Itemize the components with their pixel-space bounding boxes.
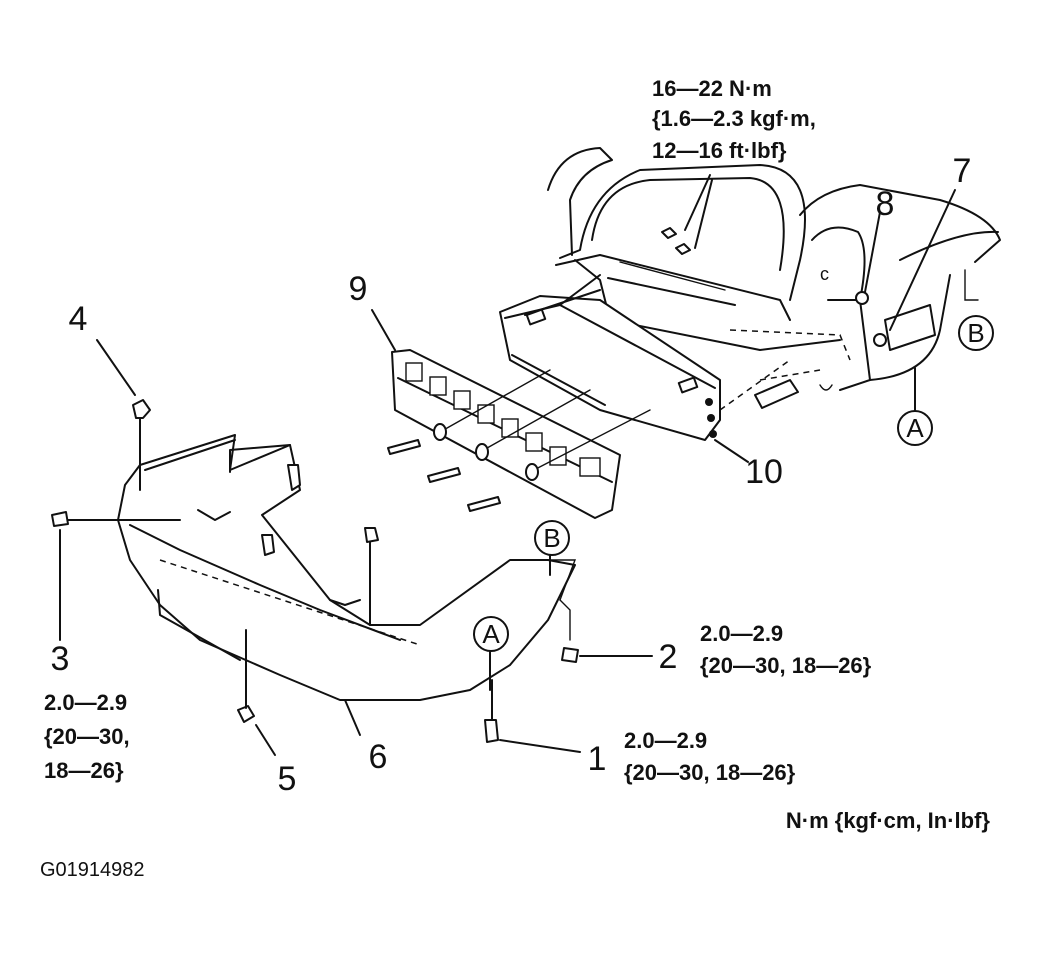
bumper-reinforcement (499, 274, 791, 441)
figure-code: G01914982 (40, 859, 145, 881)
torque-top-line-3: 12—16 ft·lbf} (652, 138, 787, 163)
callout-5: 5 (278, 760, 297, 798)
fasteners (51, 399, 579, 743)
reference-marks: B A B A (473, 315, 994, 652)
ref-b-upper-label: B (967, 318, 984, 348)
ref-a-lower-label: A (482, 619, 500, 649)
torque-3-line-2: {20—30, (44, 724, 130, 749)
ref-a-upper-label: A (906, 413, 924, 443)
torque-top-line-1: 16—22 N·m (652, 76, 772, 101)
callout-3: 3 (51, 640, 70, 678)
screw-2-icon (561, 647, 579, 663)
callout-1: 1 (588, 740, 607, 778)
ref-a-upper-circle (897, 410, 933, 446)
ref-b-lower-circle (534, 520, 570, 556)
leader-lines (59, 174, 956, 756)
torque-3-line-3: 18—26} (44, 758, 124, 783)
callout-9: 9 (349, 270, 368, 308)
ref-b-lower-label: B (543, 523, 560, 553)
clip-4-icon (132, 399, 151, 419)
callout-8: 8 (876, 185, 895, 223)
callout-4: 4 (69, 300, 88, 338)
callout-2: 2 (659, 638, 678, 676)
bumper-energy-absorber (387, 349, 651, 519)
torque-spec-2: 2.0—2.9 {20—30, 18—26} (700, 621, 872, 678)
callout-10: 10 (745, 453, 783, 491)
units-note: N·m {kgf·cm, In·lbf} (786, 808, 991, 833)
bumper-fascia (117, 434, 577, 701)
callout-7: 7 (953, 152, 972, 190)
callout-numbers: 4 3 5 6 1 2 9 10 8 7 (51, 152, 972, 798)
torque-1-line-1: 2.0—2.9 (624, 728, 707, 753)
screw-3-icon (51, 511, 69, 527)
torque-spec-1: 2.0—2.9 {20—30, 18—26} (624, 728, 796, 785)
bolt-8-icon (855, 291, 869, 305)
bolt-icons-absorber (387, 423, 539, 512)
bolt-7-icon (873, 333, 887, 347)
torque-1-line-2: {20—30, 18—26} (624, 760, 796, 785)
screw-1-icon (484, 719, 499, 743)
nut-5-icon (237, 705, 255, 723)
torque-spec-3: 2.0—2.9 {20—30, 18—26} (44, 690, 130, 783)
callout-6: 6 (369, 738, 388, 776)
ref-b-upper-circle (958, 315, 994, 351)
torque-top-line-2: {1.6—2.3 kgf·m, (652, 106, 816, 131)
torque-2-line-1: 2.0—2.9 (700, 621, 783, 646)
torque-3-line-1: 2.0—2.9 (44, 690, 127, 715)
torque-2-line-2: {20—30, 18—26} (700, 653, 872, 678)
torque-spec-top: 16—22 N·m {1.6—2.3 kgf·m, 12—16 ft·lbf} (652, 76, 816, 163)
body-mark-c: c (820, 264, 829, 284)
ref-a-lower-circle (473, 616, 509, 652)
